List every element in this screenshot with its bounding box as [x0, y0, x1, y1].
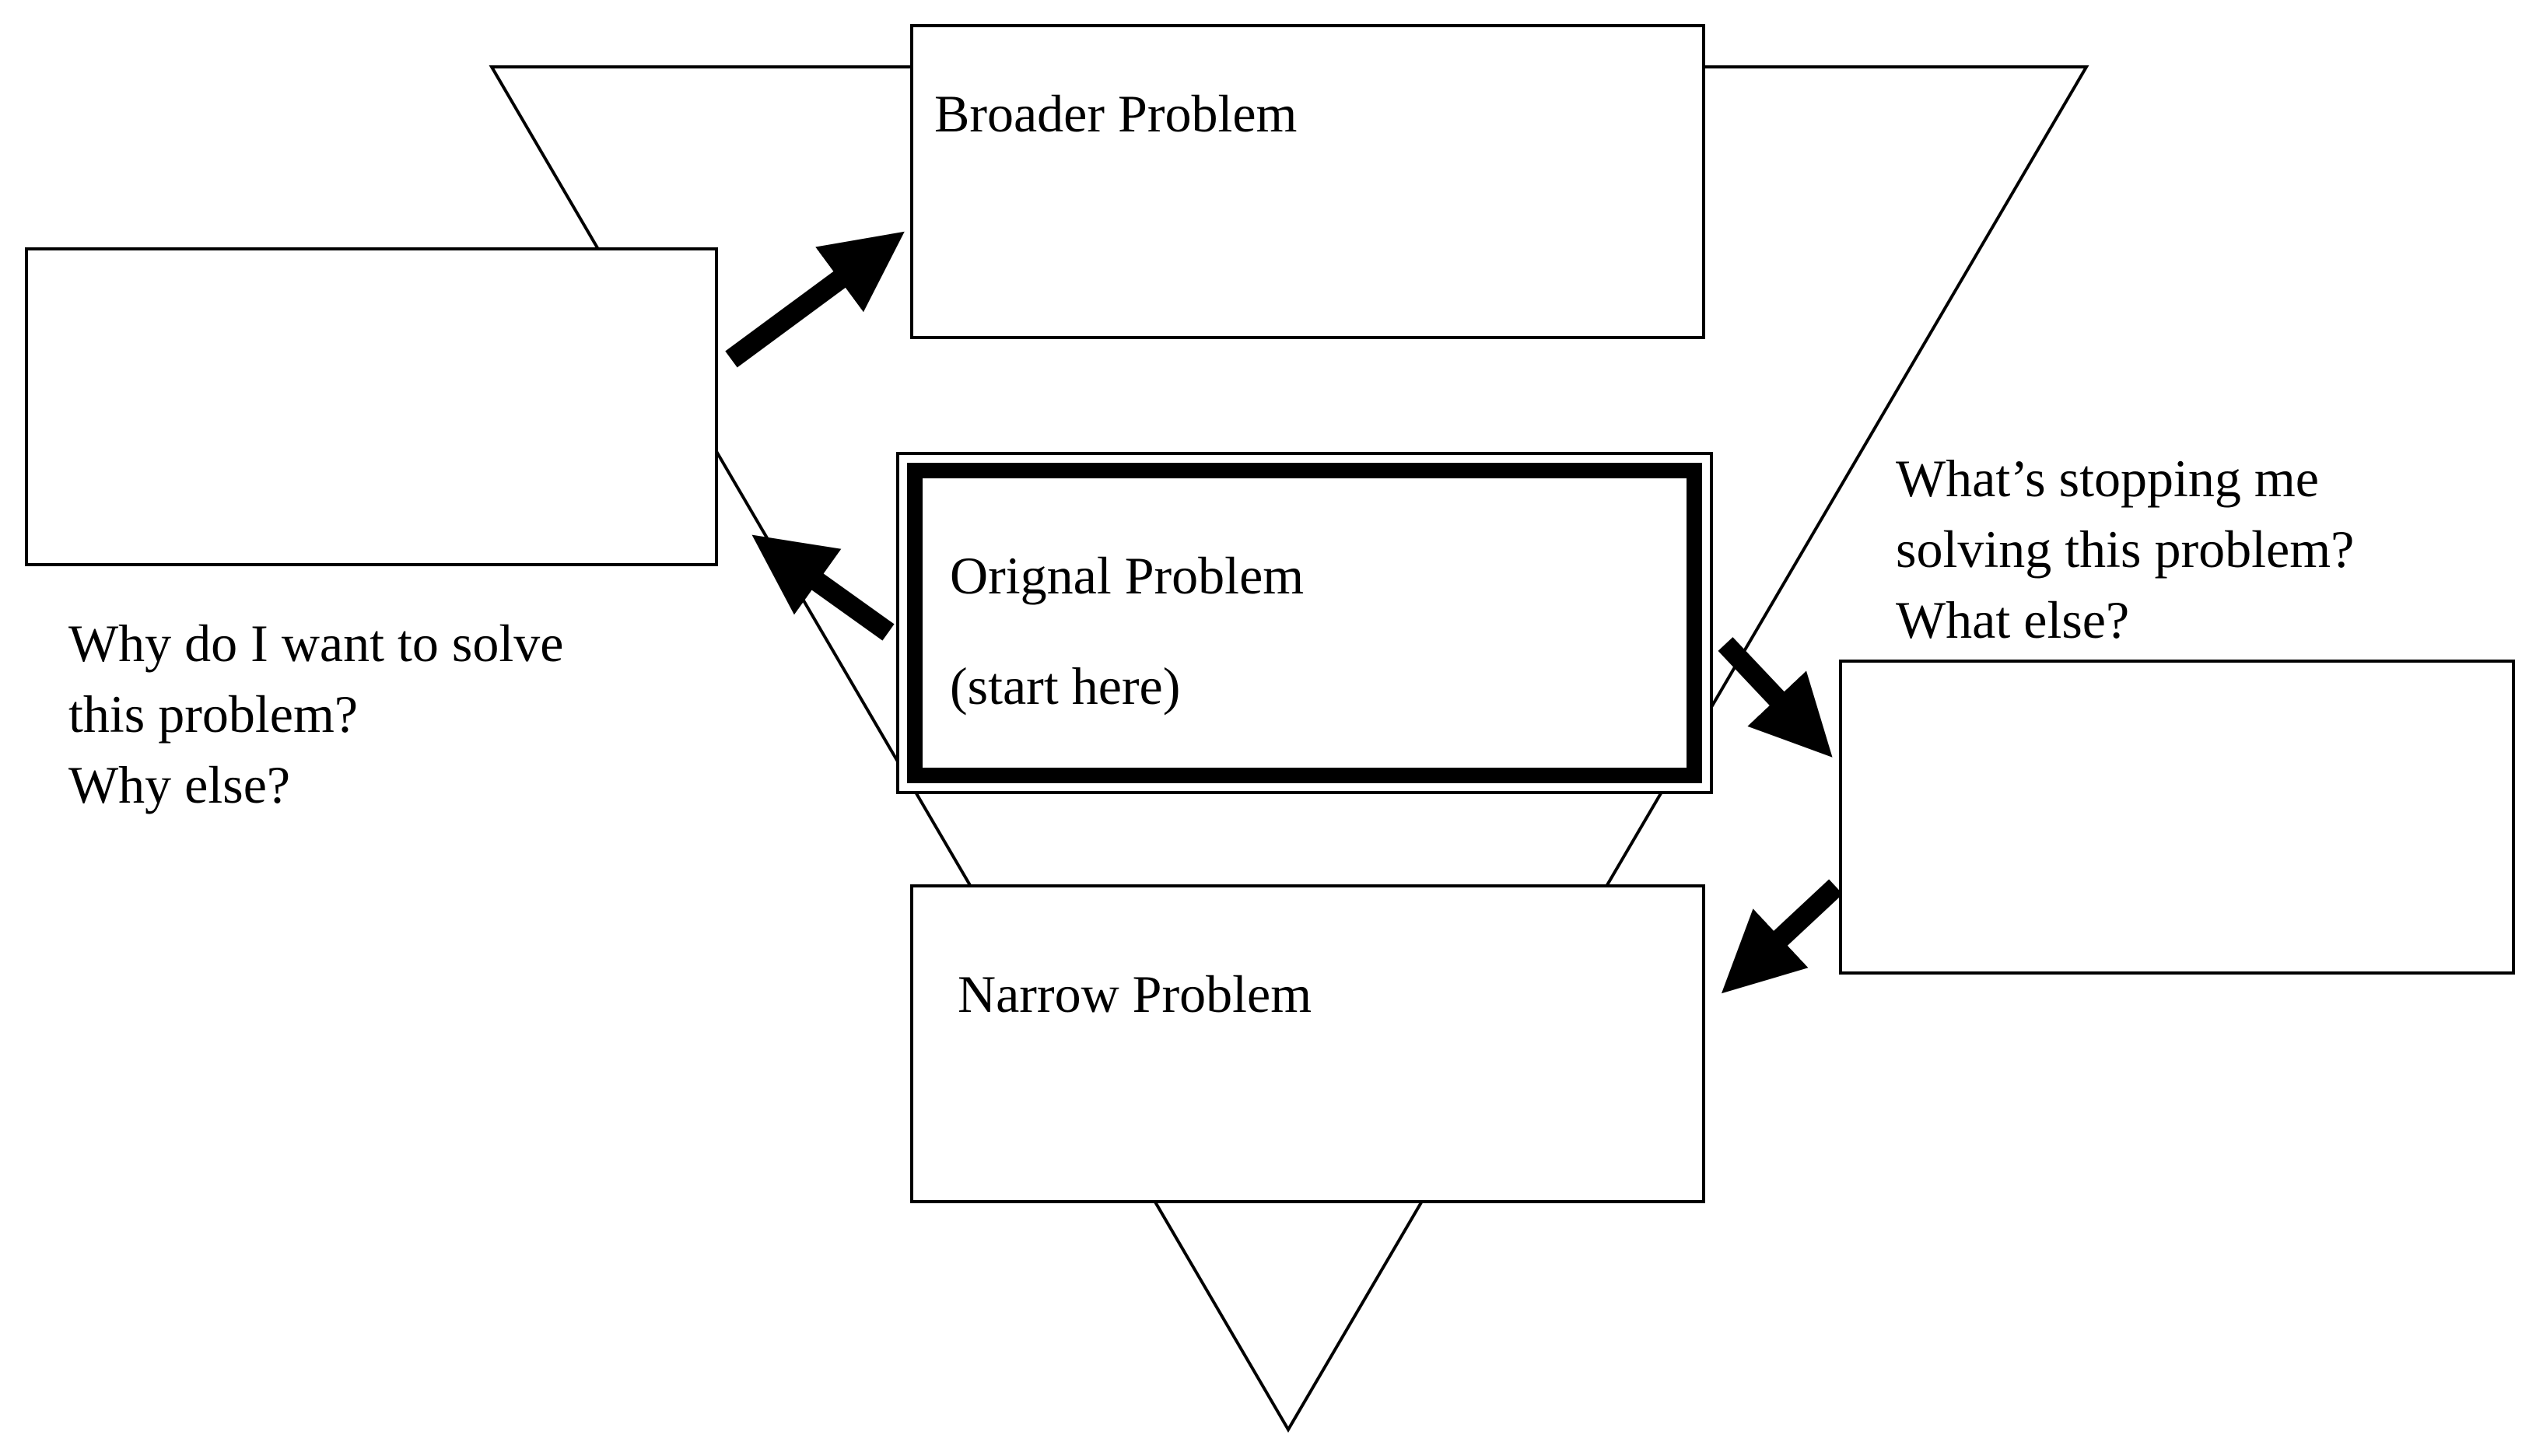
- arrow-original-to-stopping: [1718, 637, 1833, 758]
- stopping-question-line: solving this problem?: [1896, 520, 2355, 579]
- original-problem-label: Orignal Problem: [950, 546, 1305, 605]
- narrow-problem-box: Narrow Problem: [910, 884, 1705, 1203]
- stopping-question-line: What else?: [1896, 590, 2130, 649]
- stopping-box: [1839, 660, 2515, 975]
- original-problem-box: Orignal Problem (start here): [896, 452, 1713, 794]
- why-box: [25, 247, 718, 566]
- narrow-problem-label: Narrow Problem: [958, 964, 1312, 1024]
- why-question-line: this problem?: [68, 684, 359, 744]
- why-question-line: Why else?: [68, 755, 291, 814]
- arrow-stopping-to-narrow: [1721, 879, 1843, 994]
- why-question-line: Why do I want to solve: [68, 614, 564, 673]
- arrow-original-to-why: [751, 534, 895, 641]
- broader-problem-box: Broader Problem: [910, 24, 1705, 339]
- stopping-question-line: What’s stopping me: [1896, 449, 2319, 508]
- original-problem-inner-frame: [907, 463, 1702, 783]
- broader-problem-label: Broader Problem: [934, 84, 1298, 143]
- original-problem-sublabel: (start here): [950, 656, 1181, 716]
- stopping-question-text: What’s stopping me solving this problem?…: [1896, 443, 2354, 656]
- why-question-text: Why do I want to solve this problem? Why…: [68, 608, 563, 821]
- arrow-why-to-broader: [725, 231, 905, 368]
